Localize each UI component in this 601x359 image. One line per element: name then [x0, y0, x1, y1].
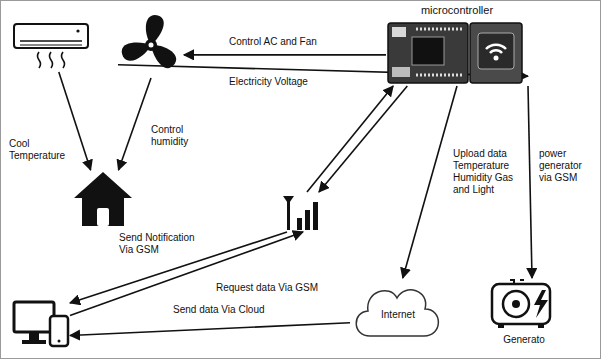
edge-label: Upload data Temperature Humidity Gas and…	[452, 148, 516, 196]
edge-label: Request data Via GSM	[215, 282, 337, 294]
arrow-connector	[70, 323, 350, 336]
node-label: microcontroller	[386, 4, 528, 17]
computer-phone-icon-drawing	[12, 298, 70, 348]
arrow-connector	[184, 54, 386, 56]
node-label: Internet	[350, 308, 446, 321]
edge-label: power generator via GSM	[538, 148, 598, 184]
arrow-connector	[307, 86, 393, 192]
edge-label: Electricity Voltage	[228, 76, 340, 88]
node-label: Generato	[484, 333, 564, 346]
internet-cloud: Internet	[350, 278, 446, 342]
generator-icon-drawing	[484, 278, 560, 330]
computer-phone-icon	[12, 298, 70, 348]
air-conditioner-icon-drawing	[12, 22, 90, 72]
arrow-connector	[319, 86, 407, 192]
arrow-connector	[70, 232, 303, 316]
edge-label: Send data Via Cloud	[172, 304, 284, 316]
edge-label: Control AC and Fan	[228, 36, 340, 48]
generator-icon: Generato	[484, 278, 564, 346]
house-icon	[72, 170, 134, 228]
gsm-antenna-icon-drawing	[283, 192, 323, 232]
house-icon-drawing	[72, 170, 134, 228]
arrow-connector	[119, 78, 152, 170]
arrow-connector	[528, 86, 532, 278]
fan-icon-drawing	[118, 12, 184, 78]
edge-label: Control humidity	[150, 124, 224, 148]
air-conditioner-icon	[12, 22, 90, 72]
microcontroller-board: microcontroller	[386, 4, 528, 86]
microcontroller-board-drawing	[386, 21, 524, 85]
arrow-connector	[403, 86, 457, 278]
gsm-antenna-icon	[283, 192, 323, 232]
edge-label: Cool Temperature	[8, 138, 68, 162]
edge-label: Send Notification Via GSM	[118, 232, 206, 256]
fan-icon	[118, 12, 184, 78]
